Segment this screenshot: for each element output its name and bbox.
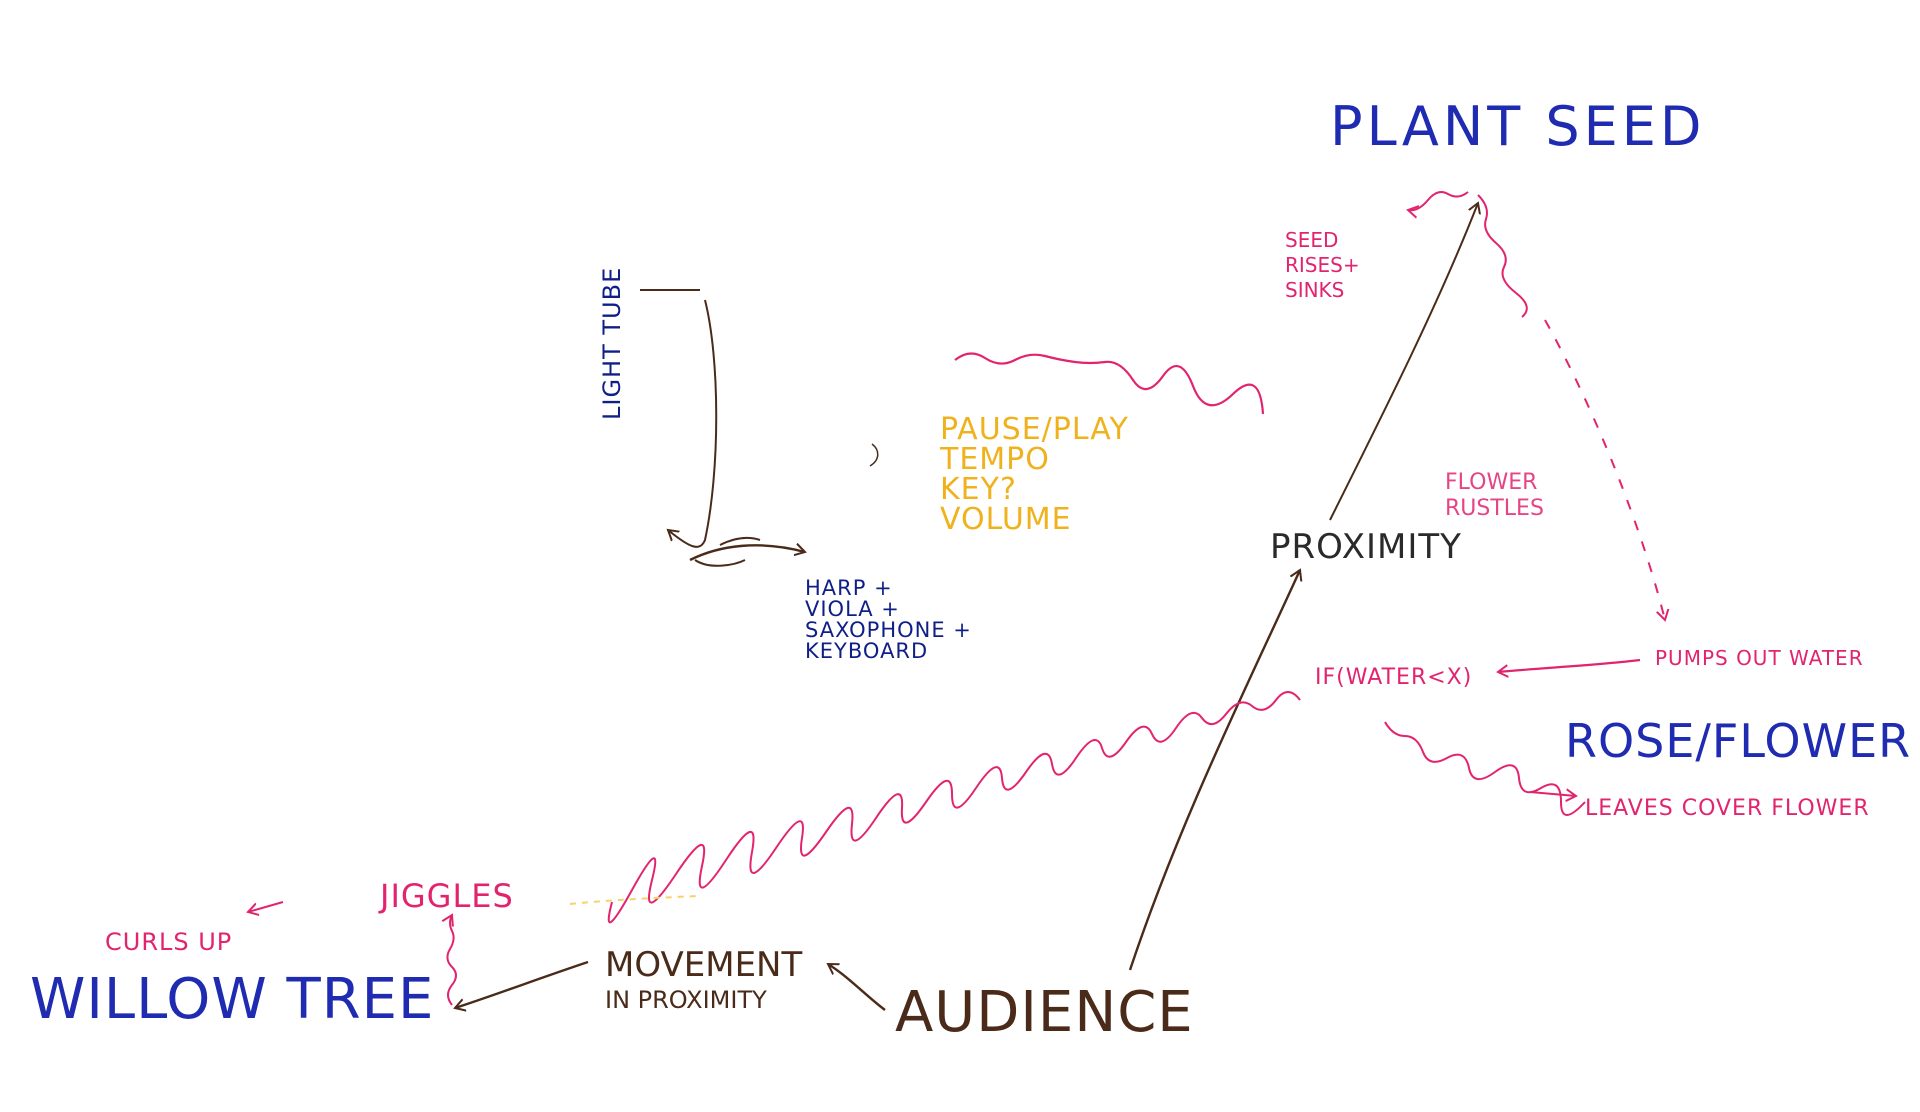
curls-up-label: CURLS UP bbox=[105, 928, 233, 956]
instrument-controls-list: PAUSE/PLAY TEMPO KEY? VOLUME bbox=[940, 415, 1129, 535]
control-volume: VOLUME bbox=[940, 502, 1072, 537]
wave-willow-to-jiggles bbox=[447, 915, 457, 1006]
arrow-pumps-to-condition bbox=[1498, 658, 1641, 672]
dashed-to-pumps-out-water bbox=[1544, 319, 1665, 620]
arrow-audience-to-movement bbox=[828, 964, 886, 1011]
instrument-viola: VIOLA + bbox=[805, 597, 900, 621]
condition-label: IF(WATER<X) bbox=[1315, 665, 1473, 690]
pumps-out-water-label: PUMPS OUT WATER bbox=[1655, 646, 1864, 670]
jiggles-label: JIGGLES bbox=[380, 877, 514, 915]
yellow-trail bbox=[569, 895, 701, 905]
control-pause-play: PAUSE/PLAY bbox=[940, 412, 1129, 447]
arrow-to-leaves-cover bbox=[1529, 792, 1576, 796]
wave-over-controls bbox=[954, 352, 1265, 415]
flower-rustles-line-1: FLOWER bbox=[1445, 470, 1538, 495]
arrow-to-controls bbox=[869, 443, 879, 467]
plant-seed-label: PLANT SEED bbox=[1330, 95, 1706, 158]
control-tempo: TEMPO bbox=[940, 442, 1050, 477]
light-tube-connector bbox=[640, 289, 718, 548]
control-key: KEY? bbox=[940, 472, 1017, 507]
flower-rustles-label: FLOWER RUSTLES bbox=[1445, 470, 1544, 523]
seed-line-2: RISES+ bbox=[1285, 253, 1360, 277]
wave-condition-to-leaves bbox=[1384, 721, 1586, 816]
willow-tree-label: WILLOW TREE bbox=[30, 967, 435, 1032]
wave-seed-rises bbox=[1408, 191, 1469, 210]
movement-in-proximity-label: MOVEMENT IN PROXIMITY bbox=[605, 945, 802, 1015]
rose-flower-label: ROSE/FLOWER bbox=[1565, 714, 1912, 768]
arrow-movement-to-willow bbox=[455, 960, 589, 1008]
wave-condition-to-willow bbox=[607, 691, 1301, 924]
arrow-audience-to-proximity bbox=[1128, 570, 1300, 971]
light-tube-label: LIGHT TUBE bbox=[598, 266, 626, 420]
seed-line-3: SINKS bbox=[1285, 278, 1345, 302]
instruments-list: HARP + VIOLA + SAXOPHONE + KEYBOARD bbox=[805, 578, 972, 662]
light-tube-to-instruments-arrow bbox=[689, 545, 805, 562]
leaves-cover-flower-label: LEAVES COVER FLOWER bbox=[1585, 796, 1870, 821]
instrument-harp: HARP + bbox=[805, 576, 893, 600]
instrument-saxophone: SAXOPHONE + bbox=[805, 618, 972, 642]
movement-line-1: MOVEMENT bbox=[605, 945, 803, 985]
arrow-jiggles-to-curls-up bbox=[248, 901, 284, 912]
instrument-keyboard: KEYBOARD bbox=[805, 639, 929, 663]
seed-line-1: SEED bbox=[1285, 228, 1339, 252]
wave-plant-seed-down bbox=[1477, 194, 1528, 318]
flower-rustles-line-2: RUSTLES bbox=[1445, 496, 1544, 522]
arrow-proximity-to-plant-seed bbox=[1329, 203, 1478, 521]
movement-line-2: IN PROXIMITY bbox=[605, 985, 767, 1014]
audience-label: AUDIENCE bbox=[895, 980, 1194, 1045]
proximity-label: PROXIMITY bbox=[1270, 527, 1462, 567]
light-tube-scribble bbox=[694, 536, 761, 567]
seed-rises-sinks-label: SEED RISES+ SINKS bbox=[1285, 228, 1360, 303]
